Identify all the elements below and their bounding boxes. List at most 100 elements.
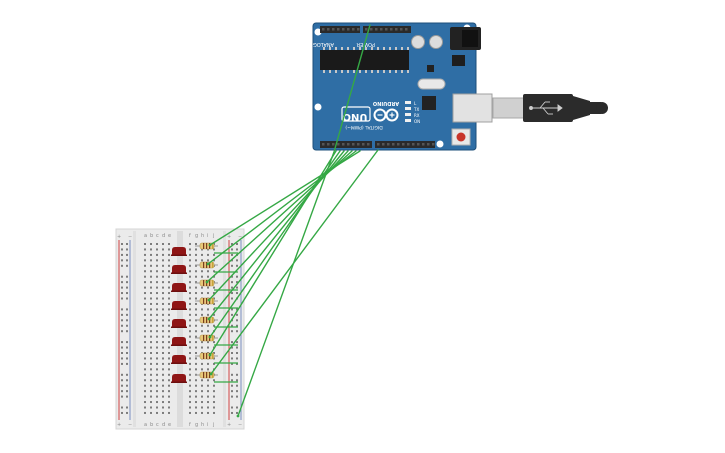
header-pin: [352, 143, 355, 146]
breadboard-hole: [189, 308, 191, 311]
rail-hole: [126, 395, 128, 398]
resistor-band: [212, 353, 214, 359]
breadboard-hole: [168, 362, 170, 365]
rail-hole: [126, 330, 128, 333]
breadboard-hole: [156, 259, 158, 262]
breadboard-hole: [162, 401, 164, 404]
breadboard-hole: [150, 341, 152, 344]
breadboard-hole: [168, 308, 170, 311]
rail-hole: [126, 362, 128, 365]
resistor-band: [209, 262, 211, 268]
led-l: [405, 101, 411, 104]
usb-b-port[interactable]: [452, 93, 493, 123]
breadboard-hole: [150, 313, 152, 316]
breadboard-hole: [144, 357, 146, 360]
breadboard-hole: [144, 313, 146, 316]
breadboard-hole: [150, 352, 152, 354]
col-letter-i-bottom: i: [207, 422, 208, 428]
chip-pin: [383, 47, 385, 50]
breadboard-hole: [162, 248, 164, 251]
breadboard-hole: [201, 401, 203, 404]
breadboard-hole: [213, 341, 215, 344]
analog-header[interactable]: [320, 26, 360, 33]
rail-hole: [121, 373, 123, 376]
rail-hole: [236, 373, 238, 376]
usb-cable[interactable]: [492, 94, 608, 122]
header-pin: [337, 143, 340, 146]
led-rim: [171, 254, 187, 256]
rail-hole: [126, 357, 128, 360]
led-rx: [405, 113, 411, 116]
arduino-uno-board[interactable]: ANALOG IN POWER L TX RX ON: [306, 22, 493, 151]
header-pin: [357, 143, 360, 146]
breadboard-hole: [156, 368, 158, 371]
rail-hole: [121, 297, 123, 300]
chip-pin: [323, 70, 325, 73]
chip-pin: [329, 70, 331, 73]
chip-pin: [329, 47, 331, 50]
rail-hole: [231, 275, 233, 278]
rail-plus-bottom-right: +: [227, 422, 231, 428]
resistor-band: [209, 280, 211, 286]
breadboard-hole: [168, 248, 170, 251]
rail-hole: [121, 330, 123, 333]
header-pin: [400, 28, 403, 31]
rail-hole: [121, 390, 123, 393]
rail-hole: [126, 384, 128, 387]
col-letter-j-bottom: j: [212, 422, 214, 428]
digital-header-low[interactable]: [320, 141, 372, 148]
breadboard-hole: [207, 292, 209, 295]
digital-header-high[interactable]: [375, 141, 435, 148]
led-4: [172, 301, 186, 309]
breadboard-hole: [195, 313, 197, 316]
rail-hole: [121, 384, 123, 387]
breadboard-hole: [189, 248, 191, 251]
rail-hole: [126, 346, 128, 349]
led-rim: [171, 272, 187, 274]
l-label: L: [414, 101, 417, 106]
rail-hole: [126, 406, 128, 409]
reset-button[interactable]: [456, 132, 466, 142]
chip-pin: [383, 70, 385, 73]
breadboard-hole: [207, 253, 209, 256]
chip-pin: [347, 70, 349, 73]
rail-hole: [126, 319, 128, 322]
breadboard[interactable]: + − + − + − + − a b c d e f g h i j a b …: [115, 228, 245, 430]
breadboard-hole: [213, 357, 215, 360]
header-pin: [322, 143, 325, 146]
breadboard-hole: [195, 379, 197, 382]
header-pin: [337, 28, 340, 31]
header-pin: [432, 143, 435, 146]
rail-hole: [231, 357, 233, 360]
breadboard-hole: [150, 362, 152, 365]
led-2: [172, 265, 186, 273]
chip-pin: [401, 70, 403, 73]
breadboard-hole: [162, 253, 164, 256]
breadboard-hole: [213, 308, 215, 311]
breadboard-hole: [189, 341, 191, 344]
breadboard-hole: [156, 335, 158, 338]
breadboard-hole: [168, 297, 170, 300]
breadboard-hole: [201, 368, 203, 371]
breadboard-hole: [189, 411, 191, 414]
capacitor: [411, 35, 425, 49]
col-letter-h-top: h: [201, 233, 204, 239]
tx-label: TX: [413, 107, 419, 112]
on-label: ON: [414, 119, 420, 124]
wire-end: [207, 317, 211, 321]
rail-hole: [236, 379, 238, 382]
breadboard-hole: [168, 341, 170, 344]
breadboard-hole: [189, 302, 191, 305]
breadboard-hole: [150, 411, 152, 414]
rail-hole: [236, 384, 238, 387]
breadboard-hole: [162, 406, 164, 409]
chip-pin: [347, 47, 349, 50]
breadboard-hole: [189, 286, 191, 289]
wire-end: [206, 262, 210, 266]
breadboard-hole: [156, 308, 158, 311]
rail-hole: [236, 308, 238, 311]
breadboard-hole: [201, 362, 203, 365]
breadboard-hole: [144, 264, 146, 267]
breadboard-hole: [195, 281, 197, 284]
rail-hole: [231, 395, 233, 398]
